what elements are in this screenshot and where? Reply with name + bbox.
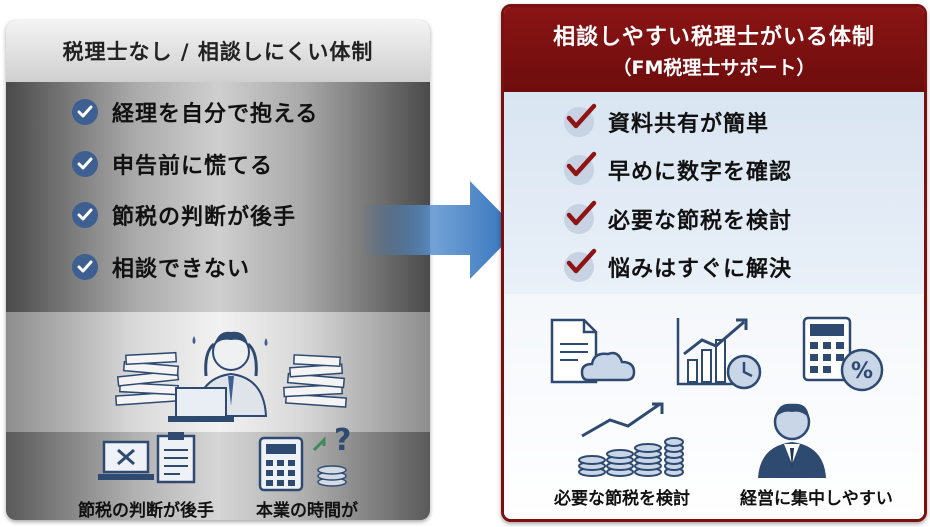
left-item-label: 相談できない [112, 257, 251, 282]
svg-text:?: ? [334, 423, 351, 458]
right-header: 相談しやすい税理士がいる体制 （FM税理士サポート） [504, 7, 924, 92]
left-item: 申告前に慌てる [72, 148, 273, 180]
right-item-label: 資料共有が簡単 [608, 112, 770, 137]
right-title: 相談しやすい税理士がいる体制 [553, 25, 875, 50]
arrow-right-icon [360, 181, 518, 279]
left-bottom-band [6, 432, 430, 520]
right-item: 資料共有が簡単 [564, 103, 770, 138]
left-item-label: 経理を自分で抱える [112, 102, 319, 127]
check-icon [564, 248, 597, 282]
right-panel: 相談しやすい税理士がいる体制 （FM税理士サポート） 資料共有が簡単 早めに数字… [501, 4, 927, 522]
right-item: 必要な節税を検討 [564, 200, 793, 235]
left-panel: 税理士なし / 相談しにくい体制 経理を自分で抱える 申告前に慌てる 節税の判断… [6, 20, 430, 520]
check-icon [72, 254, 98, 280]
left-item-label: 節税の判断が後手 [112, 205, 297, 230]
left-illustration-area: ? 節税の判断が後手 本業の時間が [6, 312, 430, 520]
growth-chart-clock-icon [676, 318, 762, 390]
check-icon [72, 99, 98, 125]
check-icon [564, 151, 597, 185]
left-item: 経理を自分で抱える [72, 96, 318, 128]
coins-growth-icon [578, 402, 684, 477]
right-item: 早めに数字を確認 [564, 151, 793, 186]
calculator-percent-icon: % [802, 316, 884, 392]
right-subtitle: （FM税理士サポート） [612, 57, 816, 79]
laptop-x-icon [98, 440, 154, 480]
left-item: 相談できない [72, 251, 250, 283]
right-item: 悩みはすぐに解決 [564, 248, 793, 283]
stressed-person-icon [114, 331, 348, 422]
svg-text:%: % [851, 359, 873, 384]
left-title: 税理士なし / 相談しにくい体制 [62, 40, 374, 64]
right-item-label: 早めに数字を確認 [608, 160, 793, 185]
right-illustration-area: % 必要な節税を検討 経営に集中しやすい [504, 294, 924, 519]
clipboard-icon [156, 432, 196, 484]
right-caption-2: 経営に集中しやすい [740, 489, 893, 509]
right-checklist: 資料共有が簡単 早めに数字を確認 必要な節税を検討 悩みはすぐに解決 [504, 92, 924, 294]
right-item-label: 悩みはすぐに解決 [608, 257, 793, 282]
check-icon [564, 200, 597, 234]
check-icon [72, 151, 98, 177]
left-item: 節税の判断が後手 [72, 199, 296, 231]
left-caption-2: 本業の時間が [256, 501, 358, 520]
question-mark-icon: ? [312, 423, 351, 487]
right-caption-1: 必要な節税を検討 [554, 489, 690, 509]
left-item-label: 申告前に慌てる [112, 154, 274, 179]
calculator-icon [258, 436, 304, 492]
left-checklist: 経理を自分で抱える 申告前に慌てる 節税の判断が後手 相談できない [6, 82, 430, 312]
check-icon [564, 103, 597, 137]
businessman-icon [758, 403, 826, 478]
document-cloud-icon [550, 318, 636, 384]
left-caption-1: 節税の判断が後手 [78, 501, 214, 520]
check-icon [72, 202, 98, 228]
left-header: 税理士なし / 相談しにくい体制 [6, 20, 430, 83]
right-item-label: 必要な節税を検討 [608, 209, 793, 234]
